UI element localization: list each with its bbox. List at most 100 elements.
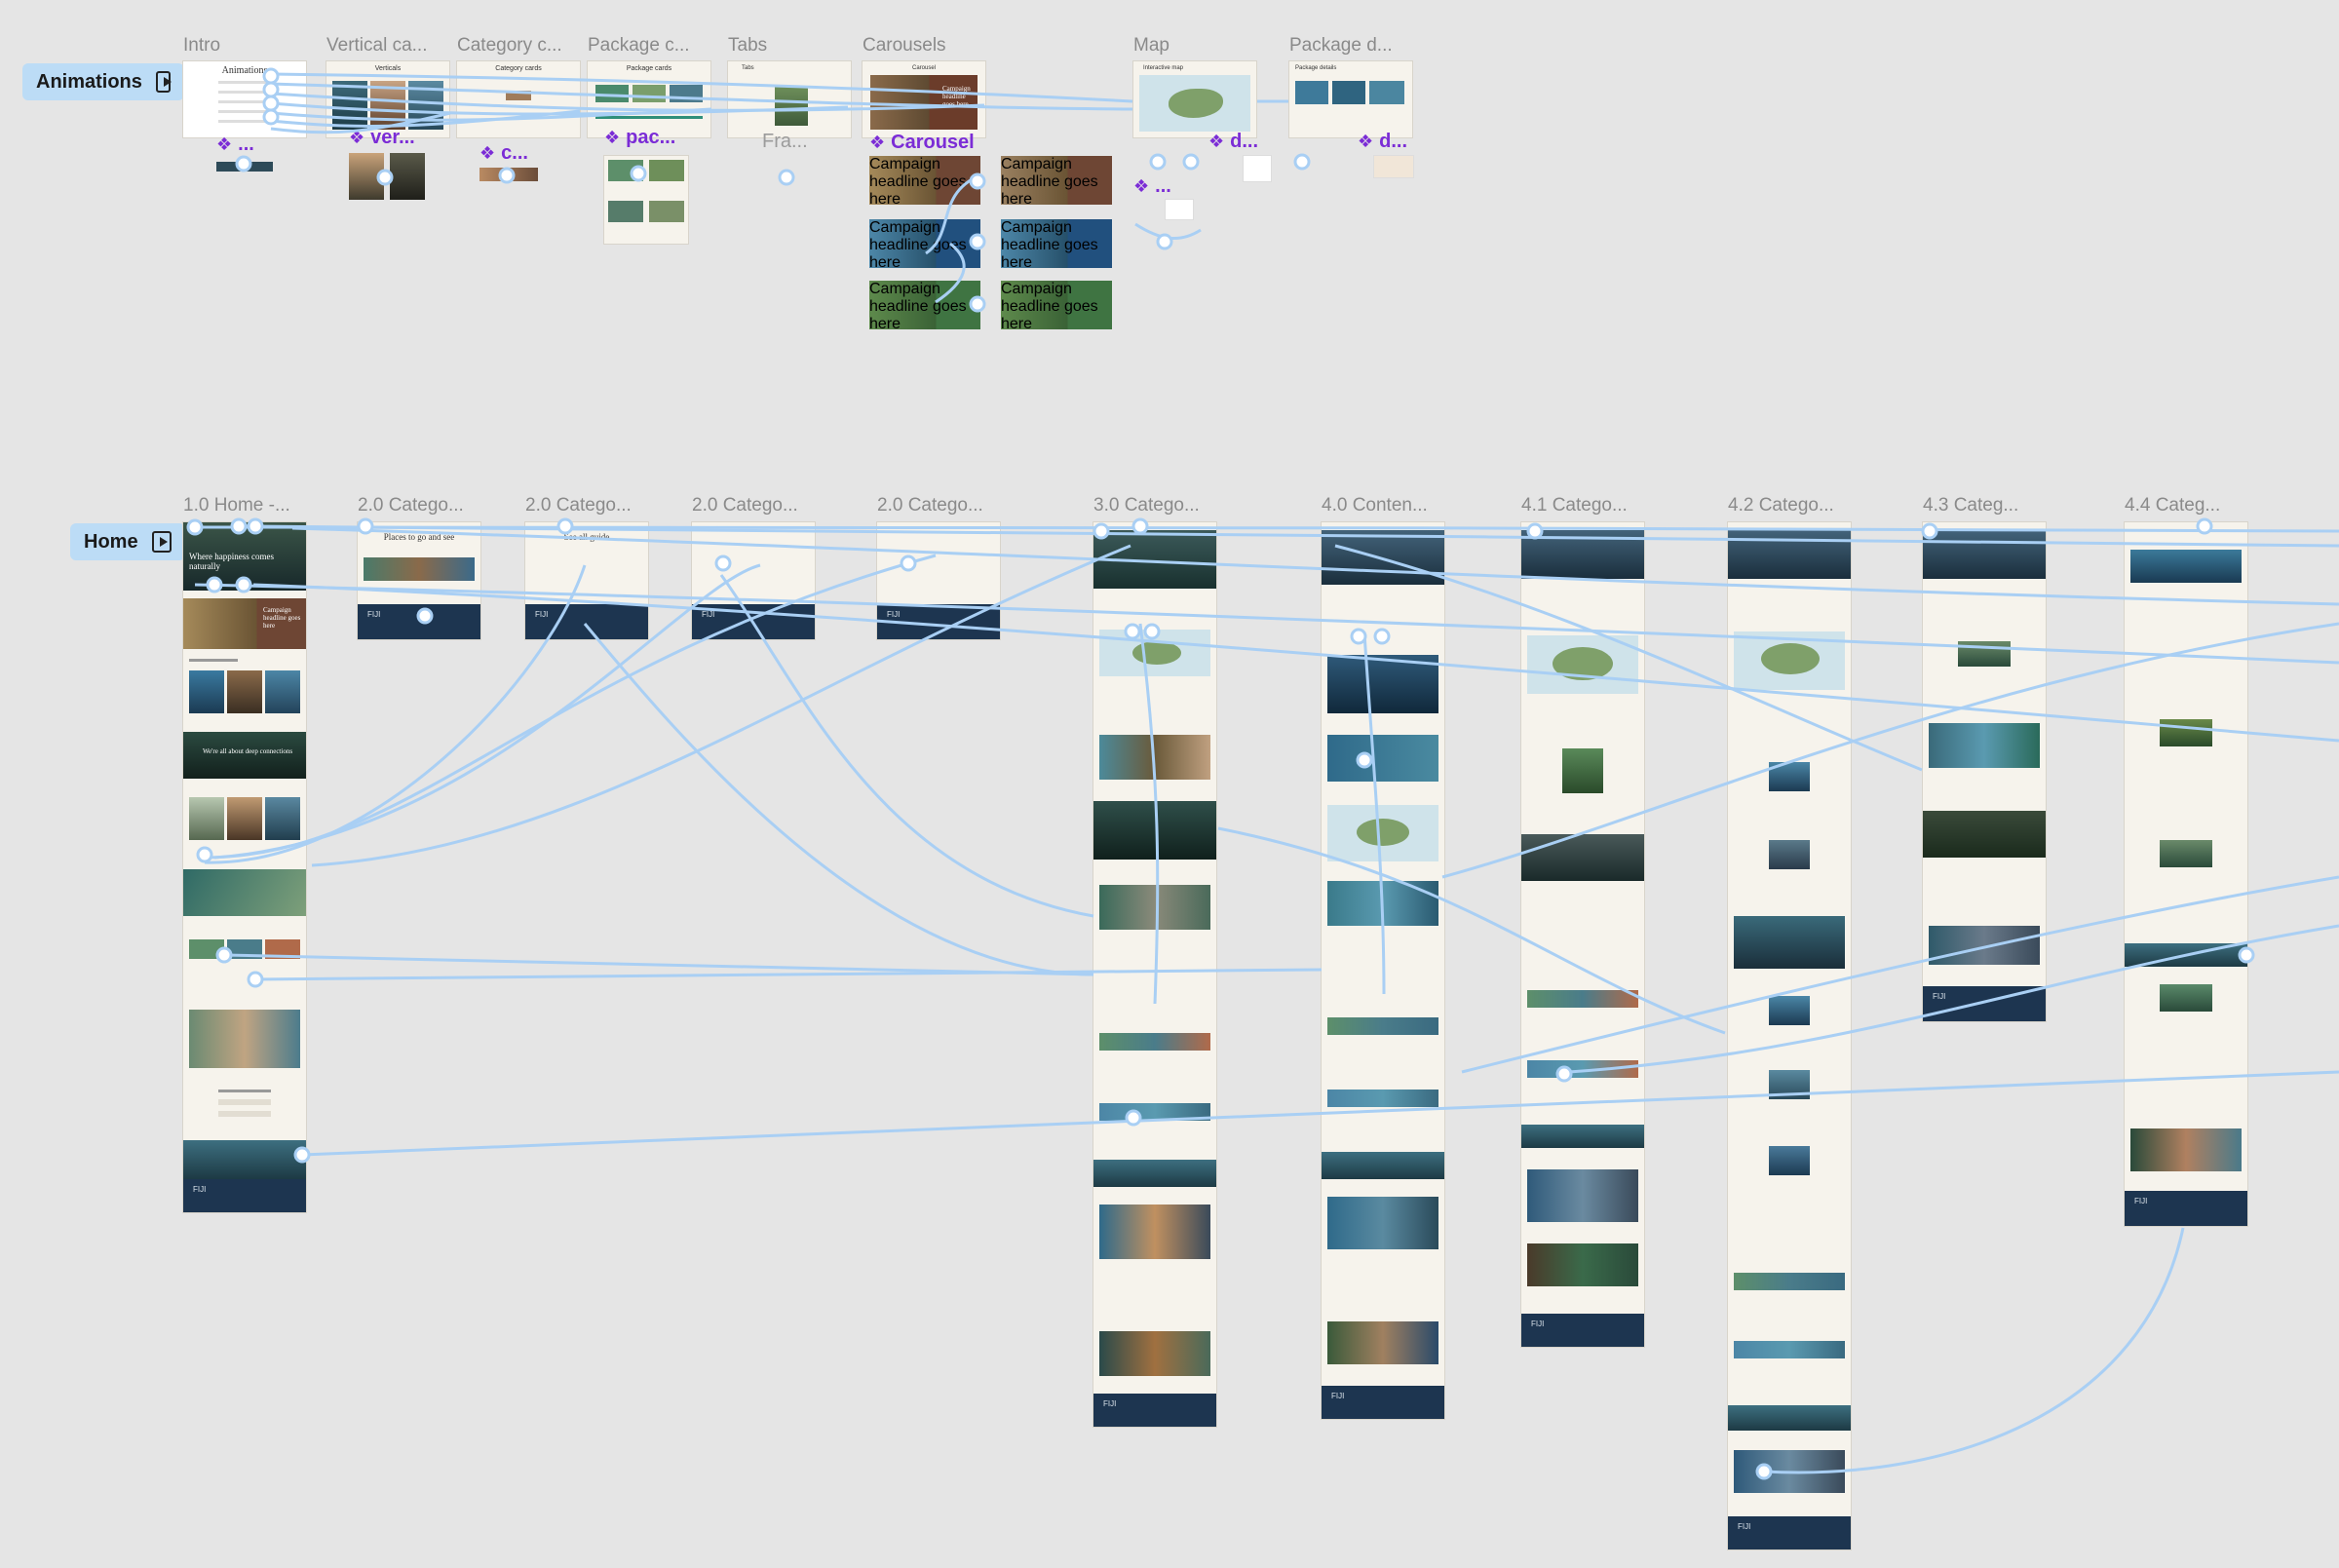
- site-footer: FIJI: [1322, 1386, 1444, 1419]
- frame-category-4-4[interactable]: FIJI: [2125, 522, 2247, 1226]
- component-icon: ❖: [1358, 132, 1374, 151]
- frame-category-4-1[interactable]: FIJI: [1521, 522, 1644, 1347]
- frame-category-2b[interactable]: See all guide FIJI: [525, 522, 648, 639]
- banner-headline: We're all about deep connections: [203, 747, 293, 755]
- island-shape: [1357, 819, 1409, 846]
- newsletter-banner: [1093, 1160, 1216, 1187]
- frame-label-category-2d[interactable]: 2.0 Catego...: [877, 495, 983, 516]
- carousel-slide: Campaign headline goes here: [870, 75, 978, 130]
- mini-title: Animations: [221, 65, 268, 76]
- campaign-carousel: Campaign headline goes here: [183, 598, 306, 649]
- frame-label-category-2a[interactable]: 2.0 Catego...: [358, 495, 464, 516]
- component-instance-package[interactable]: ❖pac...: [604, 127, 676, 148]
- frame-label-category-2b[interactable]: 2.0 Catego...: [525, 495, 632, 516]
- prototype-connector: [583, 623, 1094, 976]
- campaign-headline: Campaign headline goes here: [869, 281, 967, 332]
- prototype-connector: [1334, 544, 1923, 772]
- form-field: [218, 1099, 271, 1105]
- hero-image: [2130, 550, 2242, 583]
- frame-carousels[interactable]: Carousel Campaign headline goes here: [863, 61, 985, 137]
- connection-banner: We're all about deep connections: [183, 732, 306, 779]
- carousel-variant-forest[interactable]: Campaign headline goes here: [869, 281, 980, 332]
- prototype-connector: [204, 564, 587, 864]
- map-sea: [1139, 75, 1250, 132]
- detail-image: [1332, 81, 1365, 104]
- prototype-connector: [213, 563, 761, 860]
- frame-label-package-detail[interactable]: Package d...: [1289, 35, 1393, 56]
- frame-category-4-3[interactable]: FIJI: [1923, 522, 2046, 1021]
- frame-label-category-3[interactable]: 3.0 Catego...: [1093, 495, 1200, 516]
- variant-image: [649, 160, 684, 181]
- frame-map[interactable]: Interactive map: [1133, 61, 1256, 137]
- prototype-connector: [925, 173, 980, 255]
- mini-title: Tabs: [742, 65, 754, 71]
- prototype-connector: [1461, 875, 2339, 1074]
- frame-label-category-4-3[interactable]: 4.3 Categ...: [1923, 495, 2019, 516]
- frame-label-category-4-1[interactable]: 4.1 Catego...: [1521, 495, 1628, 516]
- frame-home[interactable]: Where happiness comes naturally Campaign…: [183, 522, 306, 1212]
- component-instance-carousel[interactable]: ❖Carousel: [869, 132, 975, 153]
- gallery-grid: [1099, 1331, 1210, 1376]
- prototype-connector: [1138, 623, 1160, 1005]
- frame-label-content-4[interactable]: 4.0 Conten...: [1322, 495, 1428, 516]
- flow-start-animations[interactable]: Animations: [22, 63, 184, 100]
- frame-label-category-4-4[interactable]: 4.4 Categ...: [2125, 495, 2221, 516]
- footer-logo: FIJI: [1531, 1319, 1545, 1328]
- component-instance-map[interactable]: ❖d...: [1208, 131, 1259, 152]
- frame-label-package[interactable]: Package c...: [588, 35, 690, 56]
- frame-label-category-2c[interactable]: 2.0 Catego...: [692, 495, 798, 516]
- carousel-variant-green[interactable]: Campaign headline goes here: [869, 156, 980, 208]
- frame-label-vertical[interactable]: Vertical ca...: [326, 35, 428, 56]
- frame-label-carousels[interactable]: Carousels: [863, 35, 946, 56]
- image-row: [1929, 723, 2040, 768]
- component-instance-package-detail[interactable]: ❖d...: [1358, 131, 1408, 152]
- component-instance-map-pin[interactable]: ❖...: [1133, 175, 1171, 197]
- image-row: [1327, 735, 1438, 782]
- play-prototype-icon[interactable]: [151, 531, 172, 553]
- map-popup: [1166, 200, 1193, 219]
- carousel-variant-green[interactable]: Campaign headline goes here: [1001, 156, 1112, 208]
- prototype-connector: [301, 1070, 2339, 1157]
- footer-logo: FIJI: [193, 1185, 207, 1194]
- prototype-connector: [1568, 924, 2339, 1074]
- component-instance-category[interactable]: ❖c...: [479, 142, 528, 164]
- feature-image: [1769, 840, 1810, 869]
- frame-label-home[interactable]: 1.0 Home -...: [183, 495, 290, 516]
- site-footer: FIJI: [1093, 1394, 1216, 1427]
- frame-package-details[interactable]: Package details: [1289, 61, 1412, 137]
- component-icon: ❖: [479, 143, 496, 163]
- frame-label-intro[interactable]: Intro: [183, 35, 221, 56]
- component-instance-tabs[interactable]: Fra...: [762, 131, 808, 152]
- carousel-variant-blue[interactable]: Campaign headline goes here: [869, 219, 980, 271]
- prototype-connector: [1763, 1227, 2185, 1474]
- frame-label-category[interactable]: Category c...: [457, 35, 562, 56]
- frame-label-tabs[interactable]: Tabs: [728, 35, 768, 56]
- frame-label-map[interactable]: Map: [1133, 35, 1170, 56]
- place-card: [227, 670, 262, 713]
- play-prototype-icon[interactable]: [155, 71, 173, 93]
- frame-category-cards[interactable]: Category cards: [457, 61, 580, 137]
- gallery-grid: [1327, 1197, 1438, 1249]
- carousel-variant-forest[interactable]: Campaign headline goes here: [1001, 281, 1112, 332]
- feature-banner: [1734, 916, 1845, 969]
- footer-logo: FIJI: [535, 610, 549, 619]
- frame-label-category-4-2[interactable]: 4.2 Catego...: [1728, 495, 1834, 516]
- feature-image: [2160, 840, 2212, 867]
- footer-logo: FIJI: [367, 610, 381, 619]
- footer-logo: FIJI: [1933, 992, 1946, 1001]
- feature-banner: [1923, 811, 2046, 858]
- place-card: [189, 670, 224, 713]
- map-popup: [1244, 156, 1271, 181]
- celebrate-banner: [183, 869, 306, 916]
- prototype-connector: [270, 111, 451, 134]
- carousel-variant-blue[interactable]: Campaign headline goes here: [1001, 219, 1112, 271]
- place-card: [265, 670, 300, 713]
- gallery-grid: [2130, 1128, 2242, 1171]
- component-icon: ❖: [604, 128, 621, 147]
- flow-start-home[interactable]: Home: [70, 523, 185, 560]
- image-row: [1099, 885, 1210, 930]
- prototype-connector: [252, 583, 2339, 743]
- component-instance-intro[interactable]: ❖...: [216, 134, 254, 155]
